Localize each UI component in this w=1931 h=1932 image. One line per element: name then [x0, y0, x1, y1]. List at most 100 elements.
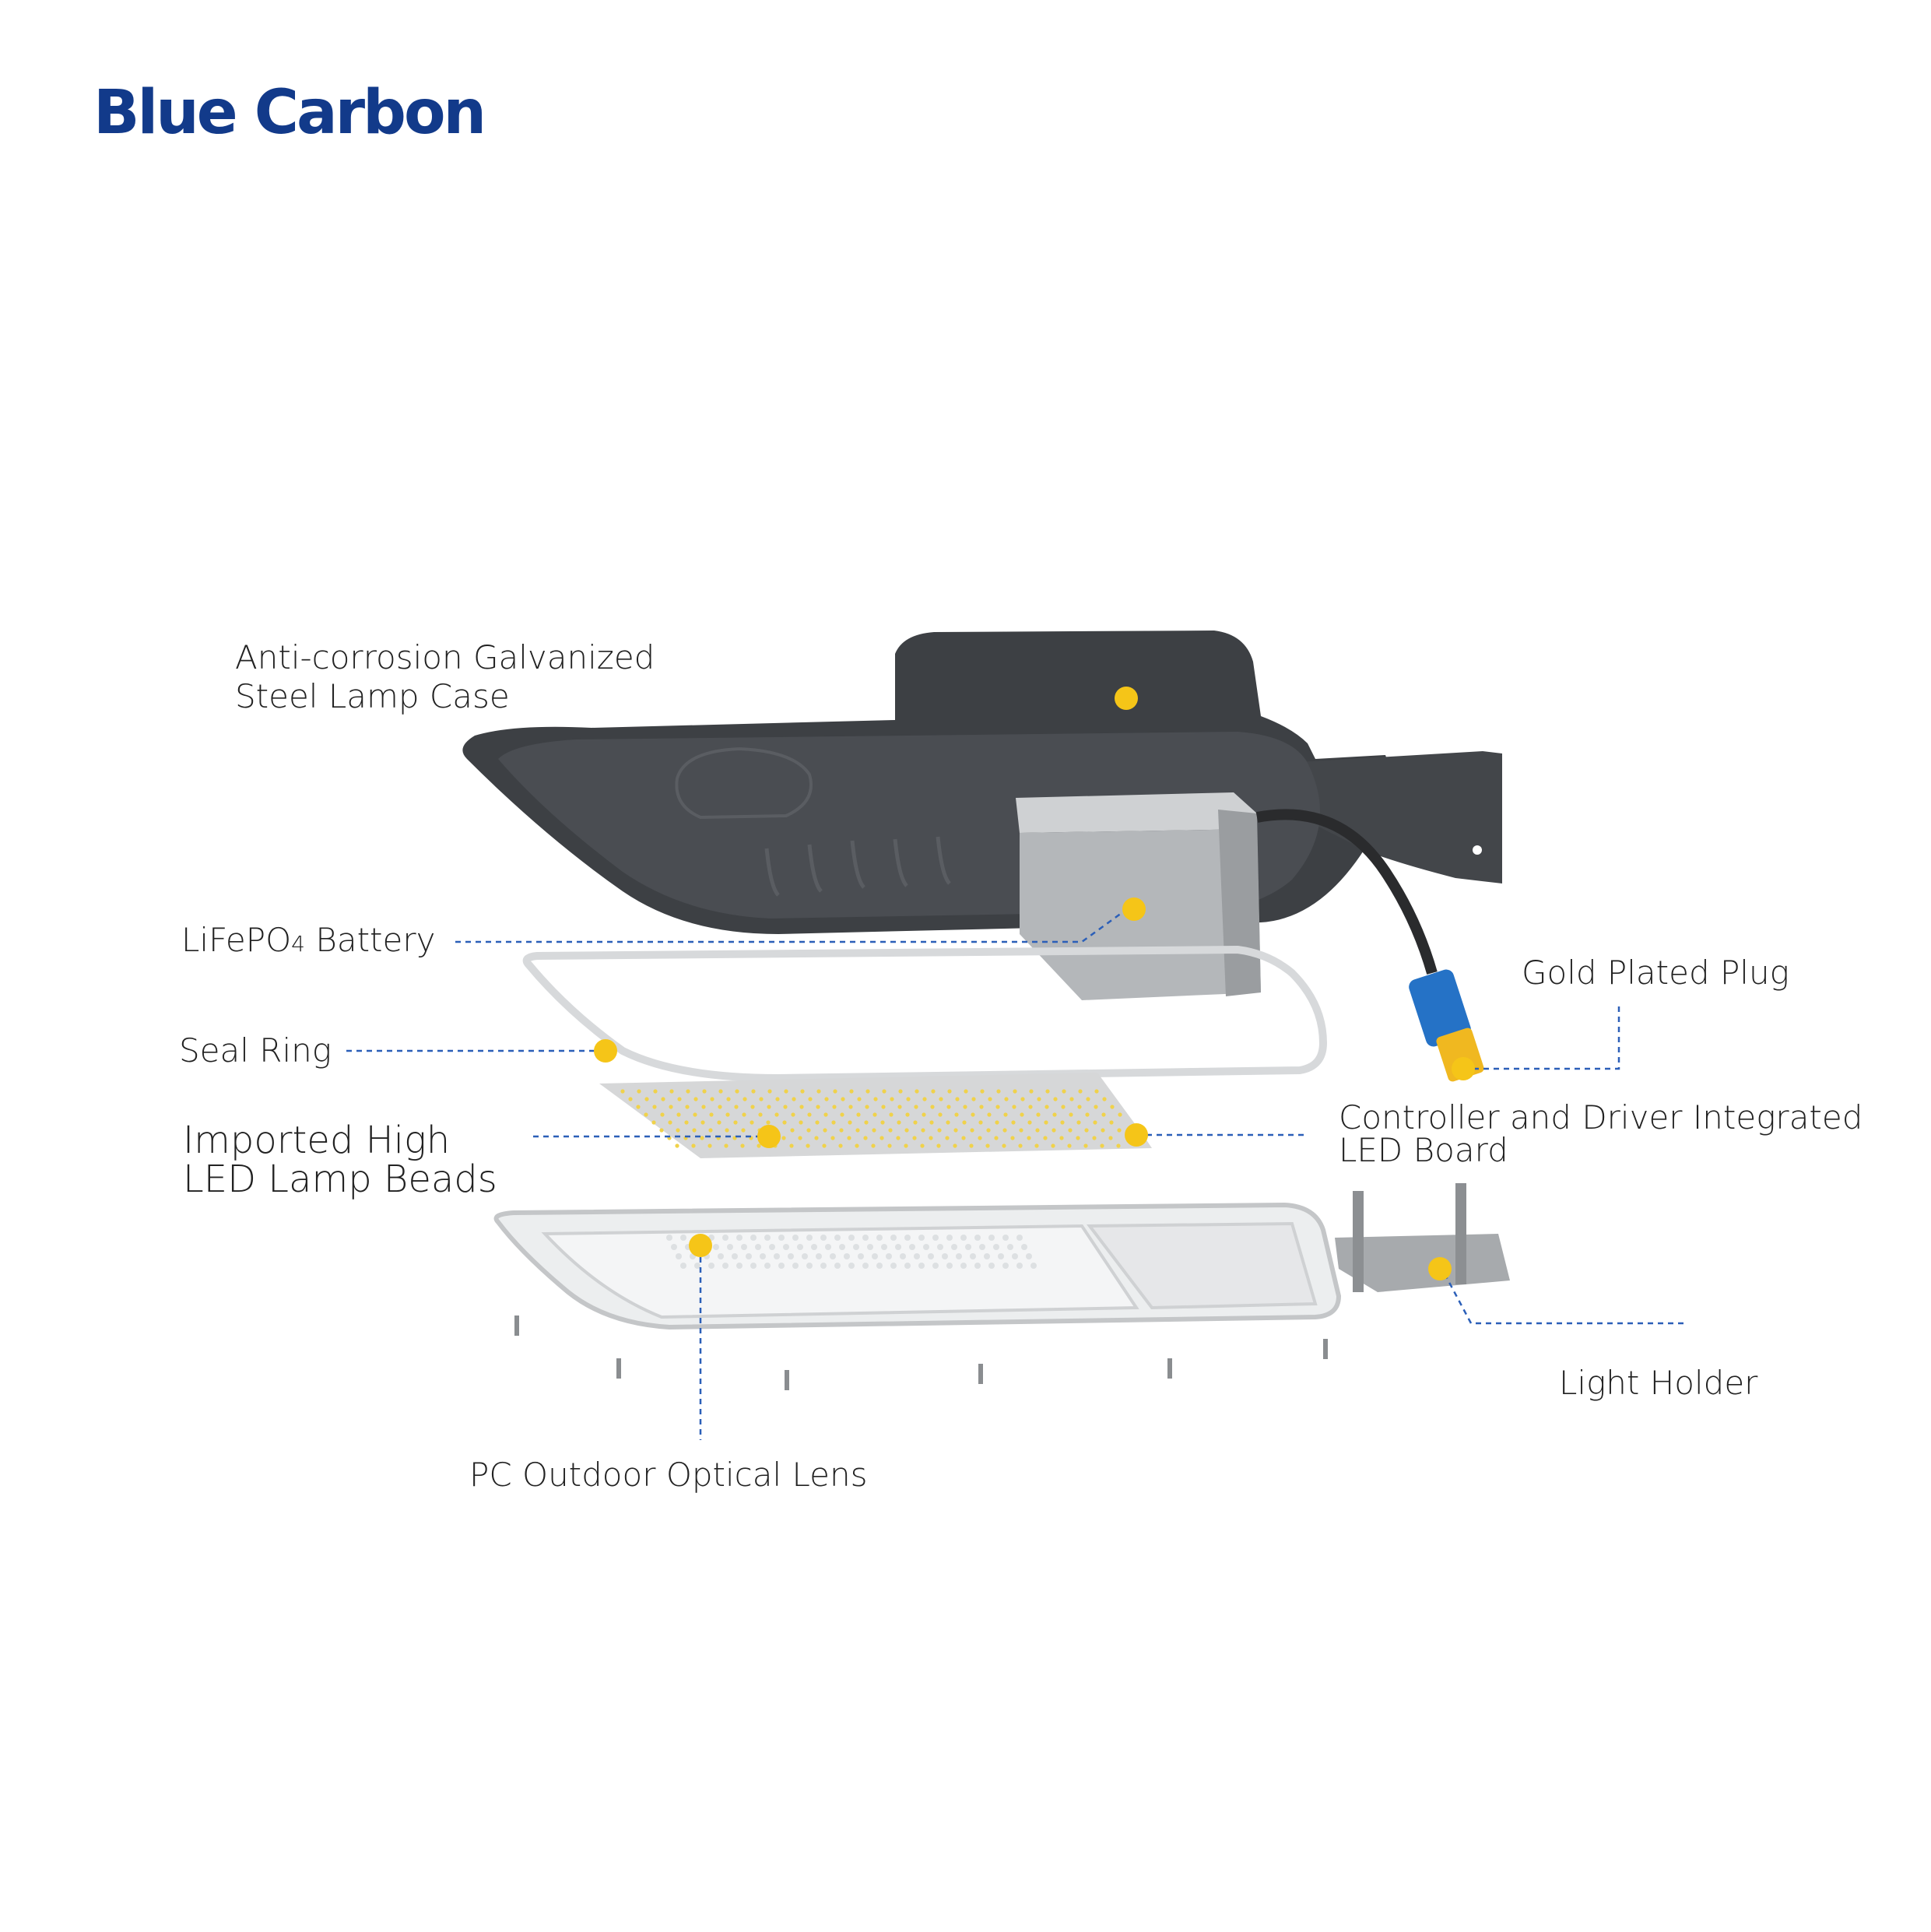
lens-bead [816, 1253, 822, 1259]
lens-bead [867, 1244, 873, 1250]
led-bead [913, 1120, 918, 1125]
led-bead [669, 1089, 674, 1094]
led-bead [1036, 1112, 1041, 1117]
lens-bead [1002, 1235, 1009, 1241]
lens-bead [998, 1253, 1004, 1259]
led-bead [1116, 1143, 1121, 1148]
led-bead [1034, 1143, 1039, 1148]
markers [594, 687, 1475, 1280]
led-bead [708, 1128, 713, 1133]
led-bead [979, 1105, 984, 1109]
led-bead [896, 1136, 901, 1140]
led-bead [929, 1136, 933, 1140]
led-bead [839, 1128, 844, 1133]
label-lamp-case-line2: Steel Lamp Case [235, 677, 510, 715]
lens-bead [1030, 1263, 1037, 1269]
led-bead [1068, 1128, 1073, 1133]
led-bead [1109, 1120, 1114, 1125]
led-bead [693, 1097, 698, 1101]
led-bead [1052, 1112, 1057, 1117]
led-bead [806, 1143, 810, 1148]
led-bead [904, 1143, 908, 1148]
marker-battery [1122, 898, 1146, 921]
led-bead [906, 1097, 911, 1101]
led-bead [1020, 1112, 1024, 1117]
lens-bead [1002, 1263, 1009, 1269]
led-bead [751, 1089, 756, 1094]
led-bead [841, 1097, 845, 1101]
led-bead [937, 1128, 942, 1133]
led-bead [1101, 1128, 1105, 1133]
led-bead [848, 1105, 853, 1109]
led-bead [669, 1105, 673, 1109]
led-bead [987, 1112, 992, 1117]
led-bead [700, 1120, 705, 1125]
led-bead [838, 1143, 843, 1148]
lens-bead [895, 1244, 901, 1250]
led-bead [897, 1120, 901, 1125]
led-bead [757, 1143, 761, 1148]
lens-bead [708, 1263, 714, 1269]
lens-bead [755, 1244, 761, 1250]
lens-bead [904, 1263, 911, 1269]
led-bead [758, 1112, 763, 1117]
lens-bead [960, 1235, 967, 1241]
led-bead [775, 1097, 780, 1101]
marker-led-board [1125, 1123, 1148, 1147]
leader-light-holder [1438, 1264, 1685, 1325]
led-bead [637, 1089, 641, 1094]
led-bead [743, 1097, 747, 1101]
led-bead [798, 1136, 802, 1140]
led-bead [1052, 1128, 1056, 1133]
lens-bead [802, 1253, 808, 1259]
led-bead [717, 1120, 721, 1125]
lens-bead [778, 1263, 785, 1269]
led-bead [872, 1112, 877, 1117]
led-bead [735, 1089, 739, 1094]
lens-bead [1016, 1235, 1023, 1241]
lens-bead [820, 1235, 827, 1241]
led-bead [855, 1143, 859, 1148]
led-bead [1067, 1143, 1072, 1148]
led-bead [693, 1112, 697, 1117]
led-bead [652, 1105, 657, 1109]
led-bead [871, 1143, 876, 1148]
led-bead [661, 1097, 665, 1101]
led-bead [978, 1120, 983, 1125]
led-bead [1085, 1112, 1090, 1117]
lens-bead [694, 1263, 700, 1269]
lens-bead [806, 1235, 813, 1241]
led-bead [1069, 1112, 1073, 1117]
lens-bead [886, 1253, 892, 1259]
lens-bead [1021, 1244, 1027, 1250]
led-bead [685, 1105, 690, 1109]
lens-bead [788, 1253, 794, 1259]
lens-bead [993, 1244, 999, 1250]
lens-bead [792, 1235, 799, 1241]
led-bead [784, 1089, 788, 1094]
lens-bead [797, 1244, 803, 1250]
led-bead [807, 1112, 812, 1117]
led-bead [833, 1089, 837, 1094]
led-bead [961, 1136, 966, 1140]
lens-panel [541, 1224, 1139, 1319]
led-bead [864, 1120, 869, 1125]
led-bead [930, 1105, 935, 1109]
led-bead [806, 1128, 811, 1133]
lens-bead [764, 1235, 771, 1241]
led-bead [1086, 1097, 1090, 1101]
label-led-board: Controller and Driver Integrated LED Boa… [1339, 1101, 1863, 1167]
lens-bead [811, 1244, 817, 1250]
led-bead [628, 1097, 633, 1101]
led-bead [1045, 1089, 1050, 1094]
led-bead [953, 1128, 958, 1133]
led-bead [824, 1097, 829, 1101]
led-bead [922, 1097, 927, 1101]
led-bead [889, 1112, 894, 1117]
led-bead [880, 1120, 885, 1125]
led-bead [733, 1120, 738, 1125]
led-bead [1094, 1089, 1099, 1094]
lens-bead [1016, 1263, 1023, 1269]
label-battery-prefix: LiFePO [181, 921, 292, 959]
optical-lens [493, 1202, 1342, 1330]
